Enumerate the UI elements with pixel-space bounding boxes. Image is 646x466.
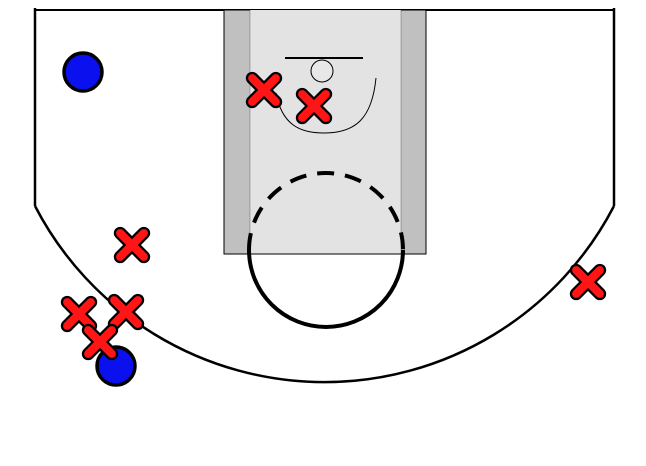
three-point-arc xyxy=(33,205,616,384)
free-throw-circle-top xyxy=(247,171,405,251)
lane xyxy=(223,9,427,255)
defense-player-2 xyxy=(302,94,326,118)
defense-player-3 xyxy=(120,233,144,257)
defense-player-6 xyxy=(88,330,112,354)
free-throw-circle xyxy=(247,171,405,329)
basket xyxy=(275,57,377,134)
lane-inner xyxy=(250,10,401,254)
restricted-arc xyxy=(275,77,377,134)
rim xyxy=(310,59,334,83)
defense-player-5 xyxy=(114,300,138,324)
defense-player-1 xyxy=(252,78,276,102)
defense-player-7 xyxy=(576,270,600,294)
offense-player-1 xyxy=(62,51,104,93)
defense-player-4 xyxy=(67,302,91,326)
free-throw-circle-bottom xyxy=(247,249,405,329)
